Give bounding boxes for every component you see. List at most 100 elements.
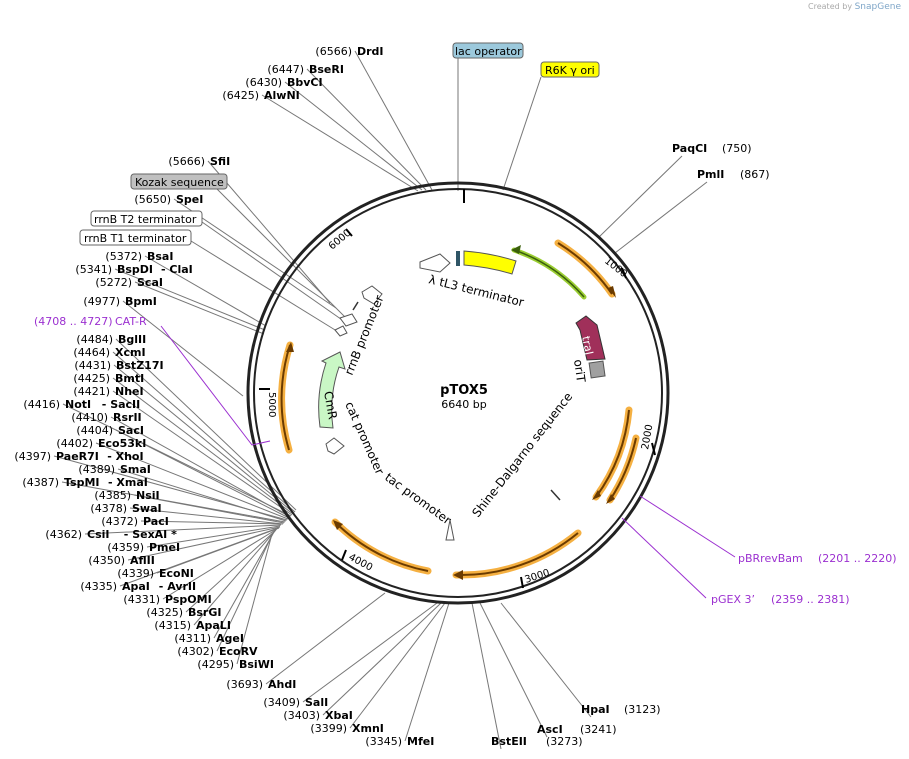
tick-label-4000: 4000 [347,552,375,574]
site-position-ahdi: (3693) [226,678,263,691]
site-position-paqci: (750) [722,142,752,155]
site-name-tspmi: TspMI [64,476,100,489]
tick-label-1000: 1000 [602,256,629,280]
site-position-pspomi: (4331) [123,593,160,606]
feature-label-traj: traJ [579,335,596,356]
leader-ecorv [216,532,274,652]
site-position-bglii: (4484) [76,333,113,346]
site-position-econi: (4339) [117,567,154,580]
orange-feature-arrow-6 [286,342,294,352]
site-position-bsteii: (3273) [546,735,583,748]
site-name-xbai: XbaI [325,709,353,722]
site-extra-paer7i: - XhoI [107,450,143,463]
leader-ahdi [265,592,386,685]
leader-hpai [500,602,592,718]
site-position-sfii: (5666) [168,155,205,168]
site-position-bsai: (5372) [105,250,142,263]
tick-2000 [651,442,656,456]
feature-label-orit: oriT [571,358,588,383]
site-name-noti: NotI [65,398,91,411]
site-position-mfei: (3345) [365,735,402,748]
site-name-alwni: AlwNI [264,89,300,102]
site-name-swai: SwaI [132,502,162,515]
kozak-label: Kozak sequence [135,176,224,189]
site-name-mfei: MfeI [407,735,434,748]
leader-paci [140,520,283,525]
site-position-paer7i: (4397) [14,450,51,463]
site-position-apai: (4335) [80,580,117,593]
site-position-aflii: (4350) [88,554,125,567]
site-position-bmti: (4425) [73,372,110,385]
site-name-pspomi: PspOMI [165,593,212,606]
feature-label-cmr: CmR [321,390,340,420]
site-name-bmti: BmtI [115,372,144,385]
site-position-bsrgi: (4325) [146,606,183,619]
site-extra-bspdi: - ClaI [161,263,193,276]
feature-arcs [278,239,640,580]
feature-leader-1 [502,76,542,191]
site-name-bsrgi: BsrGI [188,606,221,619]
site-position-paci: (4372) [101,515,138,528]
snapgene-brand: SnapGene [854,2,901,12]
site-position-eco53ki: (4402) [56,437,93,450]
open-arrow-feature-3 [339,313,358,327]
leader-smai [117,468,287,522]
site-name-bglii: BglII [118,333,146,346]
site-position-bspdi: (5341) [75,263,112,276]
open-arrow-feature-5 [325,437,345,455]
feature-leader-4 [190,240,341,334]
leader-pspomi [162,528,278,600]
tick-label-6000: 6000 [327,228,354,253]
leader-bmti [112,377,294,515]
rrnb-t2-label: rrnB T2 terminator [94,213,197,226]
leader-swai [129,507,284,525]
site-name-apali: ApaLI [196,619,231,632]
shine-dalgarno-glyph [550,489,561,501]
site-name-asci: AscI [537,723,563,736]
site-name-agei: AgeI [216,632,244,645]
site-extra-apai: - AvrII [159,580,196,593]
site-position-rsrii: (4410) [71,411,108,424]
leader-apali [193,530,276,626]
leader-agei [213,531,275,639]
site-name-smai: SmaI [120,463,151,476]
r6k-box [540,61,600,78]
site-name-drdi: DrdI [357,45,384,58]
leader-paqci [597,155,683,239]
leader-drdi [354,50,433,191]
credit-text: Created by [808,2,853,11]
site-extra-tspmi: - XmaI [108,476,148,489]
site-position-scai: (5272) [95,276,132,289]
lambda-tl3-terminator-feature [463,250,517,275]
site-name-bspdi: BspDI [117,263,153,276]
site-name-sali: SalI [305,696,328,709]
site-extra-noti: - SacII [102,398,140,411]
site-position-swai: (4378) [90,502,127,515]
leader-mfei [404,602,450,742]
site-position-pmei: (4359) [107,541,144,554]
primer-range-pgex-3: (2359 .. 2381) [771,593,850,606]
site-name-nsii: NsiI [136,489,160,502]
lac-operator-label: lac operator [455,45,522,58]
leader-bsiwi [236,533,273,665]
leader-saci [115,429,290,519]
site-name-bsiwi: BsiWI [239,658,274,671]
site-name-csii: CsiI [87,528,109,541]
orange-feature-arc-1 [557,242,613,295]
orange-feature-arc-5 [334,521,429,572]
plasmid-size: 6640 bp [441,398,486,411]
r6k-label: R6K γ ori [545,64,595,77]
site-name-bstz17i: BstZ17I [116,359,164,372]
site-name-xcmi: XcmI [115,346,146,359]
orange-feature-arrow-1 [608,286,616,298]
site-name-saci: SacI [118,424,144,437]
site-name-bpmi: BpmI [125,295,157,308]
leader-bsrgi [185,529,277,613]
site-name-pmli: PmlI [697,168,724,181]
site-position-xcmi: (4464) [73,346,110,359]
site-position-nsii: (4385) [94,489,131,502]
site-position-bpmi: (4977) [83,295,120,308]
site-name-rsrii: RsrII [113,411,142,424]
orit-feature [588,360,606,379]
